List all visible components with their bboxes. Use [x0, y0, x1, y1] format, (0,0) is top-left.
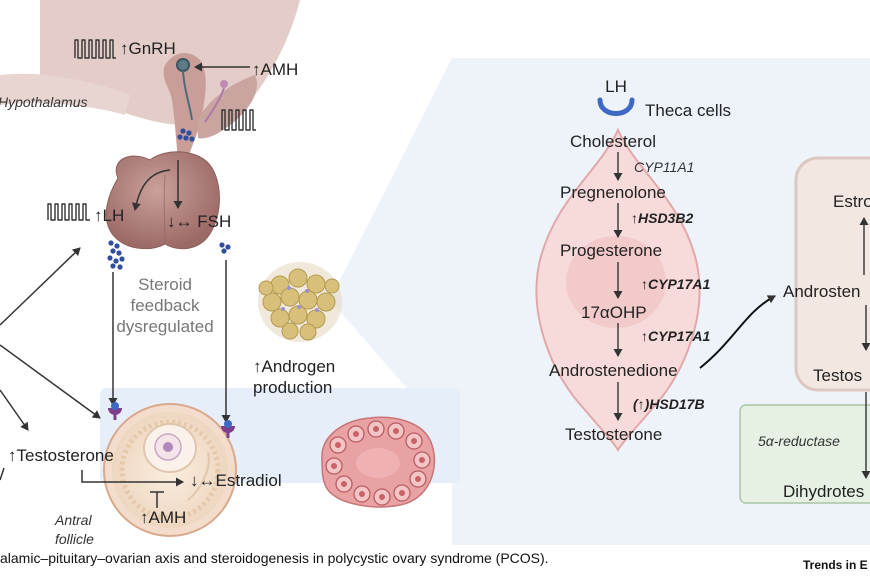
amh-bottom-label: ↑AMH — [140, 508, 186, 527]
pituitary-gland — [105, 151, 220, 250]
steroid-feedback-line-2: feedback — [131, 296, 200, 315]
theca-cell-cluster-icon — [258, 262, 342, 342]
androgen-line-2: production — [253, 378, 332, 397]
fsh-receptor-icon — [221, 420, 235, 438]
feedback-arrow-to-testosterone — [0, 389, 29, 431]
enzyme-cyp11a1: CYP11A1 — [634, 159, 694, 175]
step-17ohp: 17αOHP — [581, 303, 647, 322]
lh-label: ↑LH — [94, 206, 124, 225]
amh-top-label: ↑AMH — [252, 60, 298, 79]
lh-pulse-wave — [47, 203, 90, 221]
lh-receptor-cup-icon — [597, 97, 635, 116]
lh-granules — [107, 240, 125, 270]
granulosa-estro-label: Estro — [833, 192, 870, 211]
gnrh-pulse-wave — [74, 39, 116, 59]
step-androstenedione: Androstenedione — [549, 361, 678, 380]
journal-brand: Trends in E — [803, 558, 868, 572]
testosterone-to-estradiol-arrow — [81, 470, 184, 487]
theca-cells-label: Theca cells — [645, 101, 731, 120]
step-pregnenolone: Pregnenolone — [560, 183, 666, 202]
gnrh-neuron-icon — [176, 58, 190, 72]
lh-receptor-icon — [108, 402, 122, 420]
granulosa-testos-label: Testos — [813, 366, 862, 385]
enzyme-cyp17a1-2: ↑CYP17A1 — [641, 328, 710, 344]
pathway-lh-label: LH — [605, 77, 627, 96]
step-progesterone: Progesterone — [560, 241, 662, 260]
granulosa-panel — [794, 156, 870, 392]
estradiol-label: ↓↔Estradiol — [190, 471, 282, 490]
polycystic-ovary-illustration — [321, 416, 436, 508]
dihydrotes-label: Dihydrotes — [783, 482, 864, 501]
reductase-panel — [739, 404, 870, 504]
granulosa-androsten-label: Androsten — [783, 282, 861, 301]
fsh-label: ↓↔ FSH — [167, 212, 231, 231]
gnrh-label: ↑GnRH — [120, 39, 176, 58]
follicle-line-1: Antral — [54, 512, 92, 528]
enzyme-hsd17b: (↑)HSD17B — [633, 396, 705, 412]
enzyme-hsd3b2: ↑HSD3B2 — [631, 210, 693, 226]
steroid-feedback-line-3: dysregulated — [116, 317, 213, 336]
theca-nucleus — [566, 236, 666, 328]
antral-follicle-illustration — [103, 403, 237, 537]
arrow-androstenedione-to-granulosa — [699, 295, 776, 369]
hypothalamus-label: Hypothalamus — [0, 94, 88, 110]
steroid-feedback-line-1: Steroid — [138, 275, 192, 294]
feedback-arrow-to-lh — [0, 247, 81, 326]
step-testosterone: Testosterone — [565, 425, 662, 444]
enzyme-cyp17a1-1: ↑CYP17A1 — [641, 276, 710, 292]
figure-caption: alamic–pituitary–ovarian axis and steroi… — [0, 550, 549, 566]
testosterone-label: ↑Testosterone — [8, 446, 114, 465]
amh-inhibit-line — [150, 491, 164, 508]
androgen-line-1: ↑Androgen — [253, 357, 335, 376]
step-cholesterol: Cholesterol — [570, 132, 656, 151]
hypothalamus-pituitary-illustration — [0, 0, 300, 250]
fsh-granules — [219, 242, 231, 254]
pituitary-pulse-wave — [221, 109, 256, 131]
reductase-label: 5α-reductase — [758, 433, 840, 449]
feedback-arrow-bottom — [0, 467, 5, 481]
follicle-line-2: follicle — [55, 531, 94, 547]
feedback-arrow-to-follicle — [0, 344, 101, 419]
